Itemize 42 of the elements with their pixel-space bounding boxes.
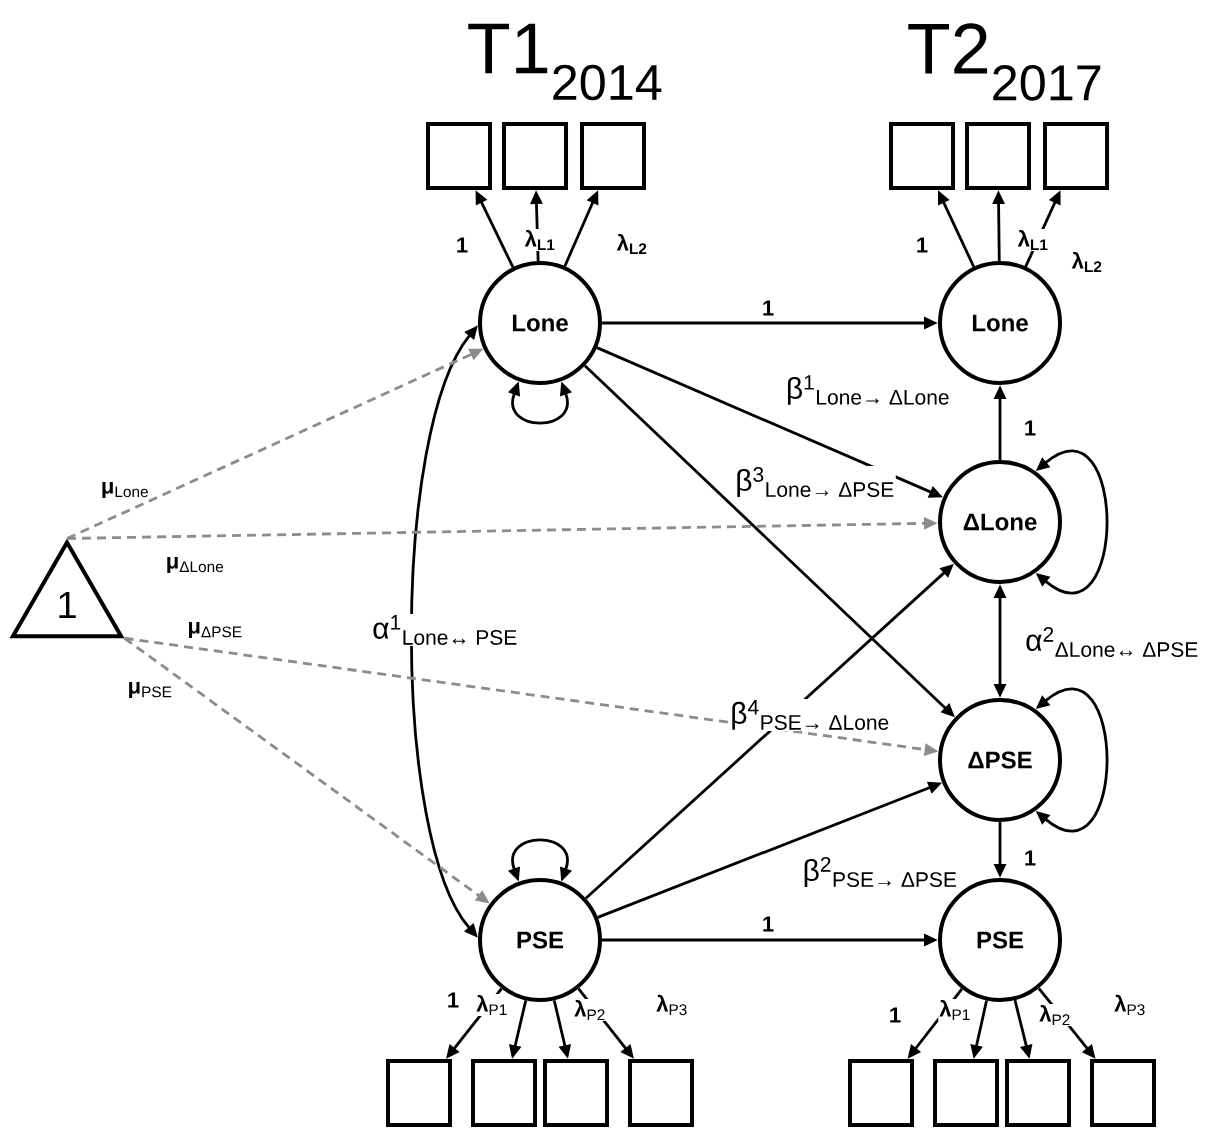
- edge-label: 1: [1022, 419, 1038, 437]
- indicator-box: [1090, 1059, 1156, 1127]
- edge-label: μ$_{ΔPSE}$: [186, 620, 244, 640]
- edge-label: λ$_{P3}$: [1113, 993, 1147, 1017]
- indicator-box: [386, 1059, 452, 1127]
- edge-label: μ$_{Lone}$: [99, 480, 151, 500]
- edge-label: β$^{4}$PSE→ ΔLone: [729, 699, 891, 731]
- time-label: T2$_{2017}$: [908, 23, 1101, 101]
- edge-label: 1: [454, 236, 470, 254]
- indicator-box: [502, 122, 568, 190]
- indicator-box: [933, 1059, 999, 1127]
- indicator-box: [1043, 122, 1109, 190]
- indicator-box: [426, 122, 492, 190]
- indicator-box: [471, 1059, 537, 1127]
- edge-label: 1: [445, 991, 461, 1009]
- indicator-box: [1005, 1059, 1071, 1127]
- edge-label: λ$_{P3}$: [655, 993, 689, 1017]
- edge-label: 1: [760, 915, 776, 933]
- edge-label: μ$_{PSE}$: [126, 680, 174, 700]
- indicator-box: [848, 1059, 914, 1127]
- edge-label: λ$_{P2}$: [1038, 1003, 1072, 1027]
- indicator-box: [889, 122, 955, 190]
- edge-label: λ$_{L2}$: [615, 232, 649, 256]
- edge-label: β$^{3}$Lone→ ΔPSE: [734, 466, 896, 498]
- edge-label: μ$_{ΔLone}$: [164, 555, 226, 575]
- edge-label: α$^{2}$ΔLone↔ ΔPSE: [1024, 626, 1200, 658]
- edge-label: 1: [1022, 849, 1038, 867]
- edge-label: λ$_{L1}$: [523, 229, 557, 251]
- edge-label: 1: [760, 299, 776, 317]
- time-label: T1$_{2014}$: [468, 23, 662, 101]
- indicator-box: [965, 122, 1031, 190]
- edge-label: λ$_{L2}$: [1070, 250, 1104, 274]
- edge-label: α$^{1}$Lone↔ PSE: [371, 614, 519, 646]
- indicator-box: [543, 1059, 609, 1127]
- edge-label: λ$_{P1}$: [938, 999, 972, 1021]
- edge-label: 1: [887, 1006, 903, 1024]
- indicator-box: [580, 122, 646, 190]
- edge-label: 1: [914, 236, 930, 254]
- edge-label: λ$_{L1}$: [1016, 229, 1050, 251]
- edge-label: λ$_{P1}$: [475, 994, 509, 1016]
- edge-label: λ$_{P2}$: [573, 998, 607, 1022]
- indicator-box: [628, 1059, 694, 1127]
